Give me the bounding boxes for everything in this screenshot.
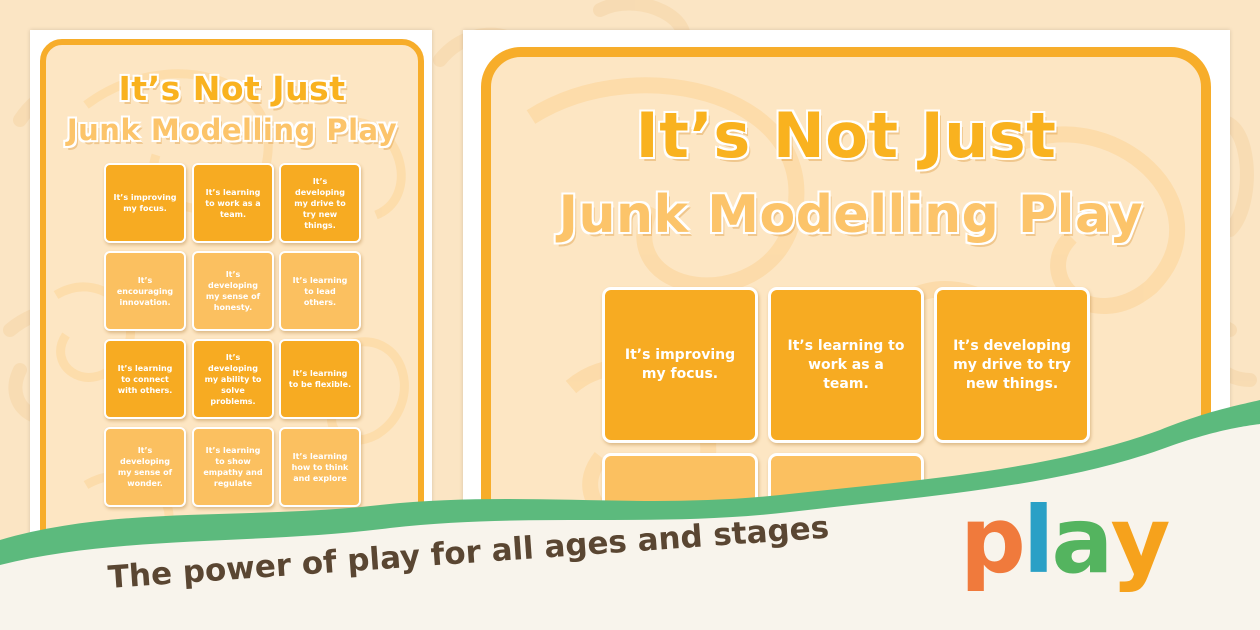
logo-letter-y: y bbox=[1110, 487, 1171, 594]
card-focus: It’s improving my focus. bbox=[104, 163, 186, 243]
card-problems: It’s developing my ability to solve prob… bbox=[192, 339, 274, 419]
poster-title-line1: It’s Not Just bbox=[118, 69, 346, 108]
card-drive-zoomed: It’s developing my drive to try new thin… bbox=[934, 287, 1090, 443]
card-flexible: It’s learning to be flexible. bbox=[279, 339, 361, 419]
logo-letter-p: p bbox=[960, 487, 1026, 594]
card-honesty: It’s developing my sense of honesty. bbox=[192, 251, 274, 331]
play-logo: play bbox=[960, 487, 1171, 594]
card-connect: It’s learning to connect with others. bbox=[104, 339, 186, 419]
card-empathy: It’s learning to show empathy and regula… bbox=[192, 427, 274, 507]
poster-title-line2: Junk Modelling Play bbox=[66, 113, 398, 147]
card-innovation: It’s encouraging innovation. bbox=[104, 251, 186, 331]
card-team: It’s learning to work as a team. bbox=[192, 163, 274, 243]
poster-title-line1-zoomed: It’s Not Just bbox=[635, 99, 1057, 172]
card-lead: It’s learning to lead others. bbox=[279, 251, 361, 331]
poster-title-line2-zoomed: Junk Modelling Play bbox=[558, 185, 1144, 245]
card-think: It’s learning how to think and explore bbox=[279, 427, 361, 507]
poster-frame: It’s Not Just Junk Modelling Play It’s i… bbox=[40, 39, 424, 550]
poster-thumbnail-left: It’s Not Just Junk Modelling Play It’s i… bbox=[30, 30, 432, 550]
logo-letter-l: l bbox=[1022, 487, 1055, 594]
card-drive: It’s developing my drive to try new thin… bbox=[279, 163, 361, 243]
card-team-zoomed: It’s learning to work as a team. bbox=[768, 287, 924, 443]
card-focus-zoomed: It’s improving my focus. bbox=[602, 287, 758, 443]
card-wonder: It’s developing my sense of wonder. bbox=[104, 427, 186, 507]
logo-letter-a: a bbox=[1051, 487, 1113, 594]
